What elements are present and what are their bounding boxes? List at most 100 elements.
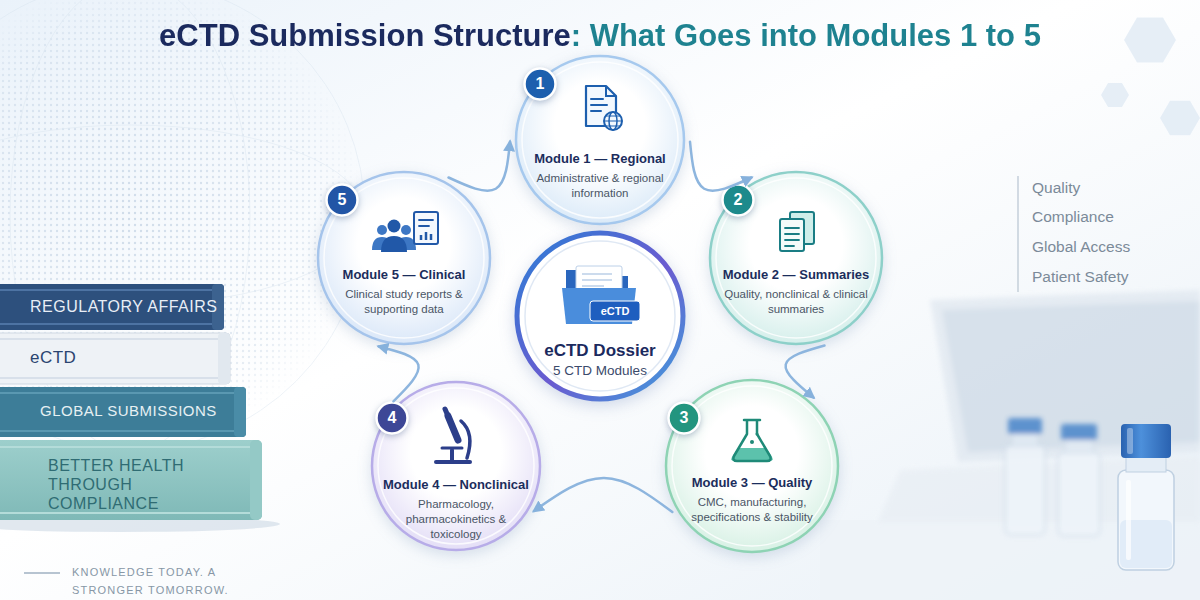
documents-icon xyxy=(785,228,799,246)
book-stack xyxy=(218,333,230,384)
module-circle xyxy=(516,56,684,224)
globe-art xyxy=(0,0,365,450)
step-badge: 3 xyxy=(667,401,701,435)
document-globe-icon xyxy=(586,86,616,126)
team-report-icon xyxy=(372,237,392,250)
lab-scene xyxy=(930,290,1200,462)
team-report-icon xyxy=(421,232,431,240)
lab-scene xyxy=(1008,418,1042,434)
flask-icon xyxy=(731,448,772,461)
module-node: Module 3 — QualityCMC, manufacturing, sp… xyxy=(664,378,840,554)
book-stack xyxy=(0,430,234,432)
globe-art xyxy=(0,0,365,450)
book-stack xyxy=(0,440,262,520)
book-spine-text: BETTER HEALTH THROUGH COMPLIANCE xyxy=(48,456,233,514)
book-stack xyxy=(0,323,212,325)
step-number: 3 xyxy=(667,401,701,435)
dossier-hub: eCTDeCTD Dossier5 CTD Modules xyxy=(514,230,686,402)
module-description: Clinical study reports & supporting data xyxy=(337,287,471,317)
step-badge: 5 xyxy=(325,183,359,217)
module-node: Module 2 — SummariesQuality, nonclinical… xyxy=(708,170,884,346)
documents-icon xyxy=(790,212,814,244)
module-circle xyxy=(522,62,678,218)
globe-art xyxy=(0,0,365,450)
document-globe-icon xyxy=(606,86,616,96)
module-circle xyxy=(710,172,882,344)
module-description: CMC, manufacturing, specifications & sta… xyxy=(676,495,828,525)
module-title: Module 1 — Regional xyxy=(514,151,686,167)
team-report-icon xyxy=(381,236,407,252)
folder-icon xyxy=(562,288,636,324)
flow-arrow xyxy=(690,142,751,191)
team-report-icon xyxy=(419,220,433,226)
value-keyword: Patient Safety xyxy=(1032,267,1182,286)
book-stack xyxy=(0,284,280,532)
microscope-icon xyxy=(450,450,454,462)
value-keyword: Global Access xyxy=(1032,237,1182,256)
hub-title: eCTD Dossier xyxy=(514,340,686,361)
globe-art xyxy=(0,0,365,450)
title-row: eCTD Submission Structure: What Goes int… xyxy=(0,17,1200,55)
flow-arrow xyxy=(786,345,825,397)
module-circle xyxy=(666,380,838,552)
lab-scene xyxy=(1012,432,1038,446)
module-circle xyxy=(324,178,484,338)
globe-art xyxy=(0,0,365,450)
lab-scene xyxy=(1061,424,1097,440)
flask-icon xyxy=(756,433,759,436)
lab-scene xyxy=(1121,424,1171,458)
lab-scene xyxy=(1126,456,1166,472)
team-report-icon xyxy=(396,237,416,250)
folder-icon xyxy=(576,266,622,302)
flask-icon xyxy=(750,440,754,444)
module-circle xyxy=(716,178,876,338)
hexagon-decor xyxy=(1101,83,1129,107)
hexagon-decor xyxy=(1160,101,1200,136)
step-badge: 4 xyxy=(375,401,409,435)
document-globe-icon xyxy=(591,99,607,111)
book-spine-text: REGULATORY AFFAIRS xyxy=(30,297,220,317)
team-report-icon xyxy=(388,220,401,233)
book-stack xyxy=(0,289,212,291)
folder-icon xyxy=(590,301,640,321)
lab-scene xyxy=(1118,470,1174,570)
folder-icon xyxy=(566,270,628,322)
document-globe-icon xyxy=(604,116,622,126)
microscope-icon xyxy=(442,447,462,450)
globe-art xyxy=(0,125,365,305)
microscope-icon xyxy=(445,409,448,416)
divider-line xyxy=(1017,176,1019,292)
module-description: Quality, nonclinical & clinical summarie… xyxy=(723,287,869,317)
document-globe-icon xyxy=(586,86,622,130)
module-title: Module 4 — Nonclinical xyxy=(370,477,542,493)
microscope-icon xyxy=(436,460,470,464)
value-keyword: Quality xyxy=(1032,178,1182,197)
lab-scene xyxy=(1126,480,1131,560)
module-title: Module 2 — Summaries xyxy=(708,267,884,283)
hexagon-decor xyxy=(1124,18,1176,63)
team-report-icon xyxy=(372,212,438,252)
book-stack xyxy=(0,338,218,340)
flask-icon xyxy=(731,420,772,461)
module-node: Module 1 — RegionalAdministrative & regi… xyxy=(514,54,686,226)
book-spine-text: GLOBAL SUBMISSIONS xyxy=(40,402,235,421)
step-badge: 1 xyxy=(523,67,557,101)
value-keyword: Compliance xyxy=(1032,207,1182,226)
book-stack xyxy=(250,440,262,520)
folder-tag: eCTD xyxy=(590,303,640,319)
book-stack xyxy=(0,387,246,437)
lab-scene xyxy=(820,290,1200,600)
lab-scene xyxy=(1058,452,1100,536)
tagline: KNOWLEDGE TODAY. A STRONGER TOMORROW. xyxy=(72,564,252,599)
module-description: Pharmacology, pharmacokinetics & toxicol… xyxy=(386,497,526,542)
microscope-icon xyxy=(448,416,458,440)
document-globe-icon xyxy=(609,112,617,130)
step-badge: 2 xyxy=(721,183,755,217)
documents-icon xyxy=(780,219,804,251)
module-node: Module 5 — ClinicalClinical study report… xyxy=(316,170,492,346)
lab-scene xyxy=(1065,439,1093,453)
module-description: Administrative & regional information xyxy=(534,171,666,201)
book-stack xyxy=(0,446,250,448)
